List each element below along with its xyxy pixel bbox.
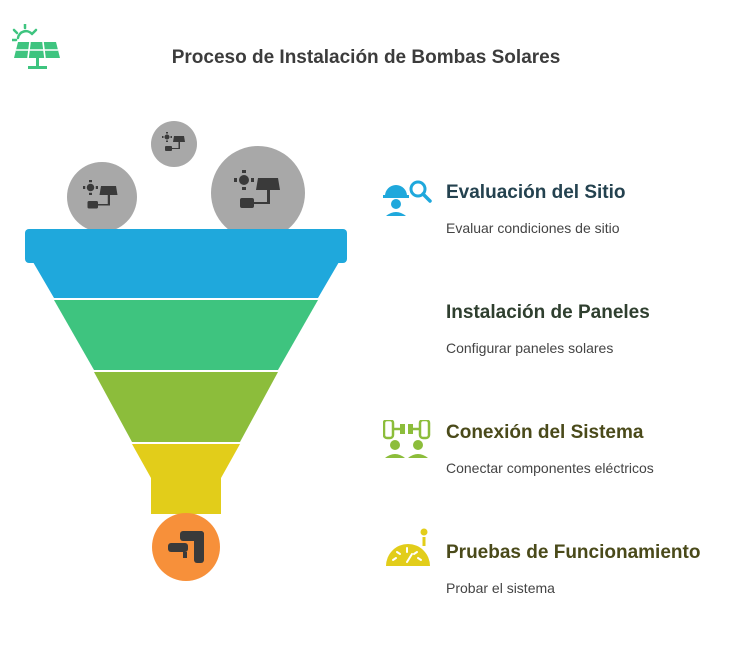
people-plug-icon (383, 420, 431, 458)
step-heading: Evaluación del Sitio (446, 182, 626, 203)
step-description: Probar el sistema (446, 580, 555, 596)
funnel-rim (25, 229, 347, 263)
gauge-icon (386, 528, 430, 566)
step-heading: Conexión del Sistema (446, 422, 644, 443)
solar-bubble-large (211, 146, 305, 240)
solar-bubble-small (151, 121, 197, 167)
step-conexion: Conexión del Sistema Conectar componente… (383, 420, 723, 480)
page-title: Proceso de Instalación de Bombas Solares (171, 47, 561, 68)
step-evaluacion: Evaluación del Sitio Evaluar condiciones… (383, 180, 723, 240)
step-description: Evaluar condiciones de sitio (446, 220, 620, 236)
solar-bubble-medium (67, 162, 137, 232)
step-heading: Pruebas de Funcionamiento (446, 542, 701, 563)
step-description: Conectar componentes eléctricos (446, 460, 654, 476)
step-heading: Instalación de Paneles (446, 302, 650, 323)
solar-panel-logo-icon (12, 24, 60, 69)
step-instalacion: Instalación de Paneles Configurar panele… (383, 300, 723, 360)
funnel-layer-1 (33, 262, 339, 298)
step-pruebas: Pruebas de Funcionamiento Probar el sist… (383, 528, 723, 600)
funnel-layer-2 (54, 300, 318, 370)
funnel-layer-3 (94, 372, 278, 442)
pump-output-circle (152, 513, 220, 581)
engineer-search-icon (383, 180, 432, 216)
step-description: Configurar paneles solares (446, 340, 614, 356)
funnel-layer-4 (132, 444, 240, 514)
